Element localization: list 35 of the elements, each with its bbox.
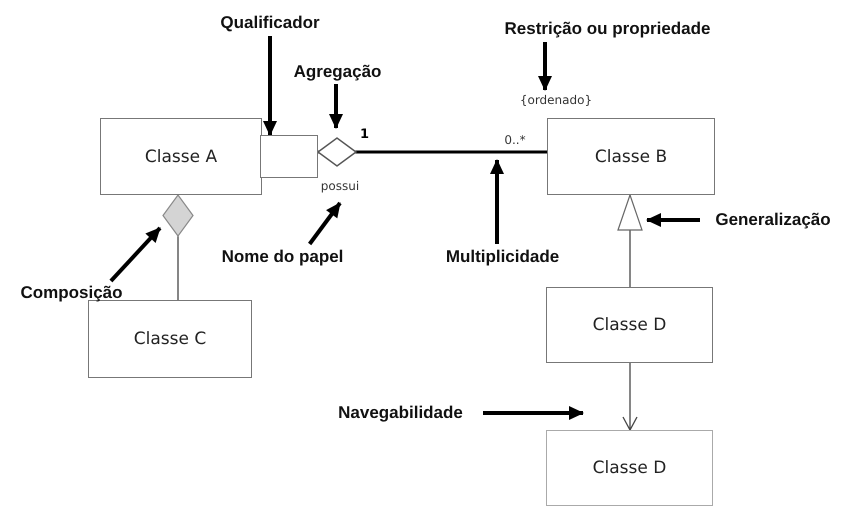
annotation-arrow bbox=[263, 36, 277, 136]
annotation-arrow bbox=[646, 213, 700, 227]
class-name: Classe D bbox=[592, 315, 666, 335]
qualifier-box bbox=[260, 135, 318, 178]
navigation-arrow bbox=[622, 363, 638, 431]
annotation-arrow bbox=[308, 202, 342, 246]
annotation-arrow bbox=[329, 84, 343, 129]
annotation-arrow bbox=[109, 226, 162, 282]
class-name: Classe B bbox=[594, 146, 668, 166]
class-box bbox=[547, 118, 715, 195]
annotation-text: Qualificador bbox=[205, 10, 335, 36]
class-name: Classe D bbox=[592, 458, 666, 478]
class-box bbox=[88, 300, 252, 378]
class-box bbox=[546, 430, 713, 506]
class-box bbox=[100, 118, 262, 195]
annotation-text: Nome do papel bbox=[200, 244, 365, 270]
constraint-label: {ordenado} bbox=[510, 91, 602, 109]
class-name: Classe A bbox=[144, 146, 218, 166]
class-box bbox=[546, 287, 713, 363]
multiplicity-label: 1 bbox=[360, 127, 370, 142]
annotation-arrow bbox=[483, 406, 584, 420]
annotation-text: Restrição ou propriedade bbox=[470, 16, 745, 42]
role-name-label: possui bbox=[314, 177, 366, 195]
generalization-line bbox=[617, 194, 643, 287]
annotation-text: Navegabilidade bbox=[318, 401, 483, 425]
annotation-text: Composição bbox=[4, 281, 139, 305]
annotation-arrow bbox=[538, 42, 552, 91]
association-line bbox=[317, 137, 547, 167]
annotation-text: Agregação bbox=[290, 60, 385, 84]
class-name: Classe C bbox=[134, 329, 206, 349]
multiplicity-label: 0..* bbox=[497, 131, 533, 149]
annotation-text: Multiplicidade bbox=[425, 244, 580, 270]
annotation-text: Generalização bbox=[700, 207, 846, 233]
composition-line bbox=[162, 194, 194, 300]
annotation-arrow bbox=[490, 159, 504, 244]
